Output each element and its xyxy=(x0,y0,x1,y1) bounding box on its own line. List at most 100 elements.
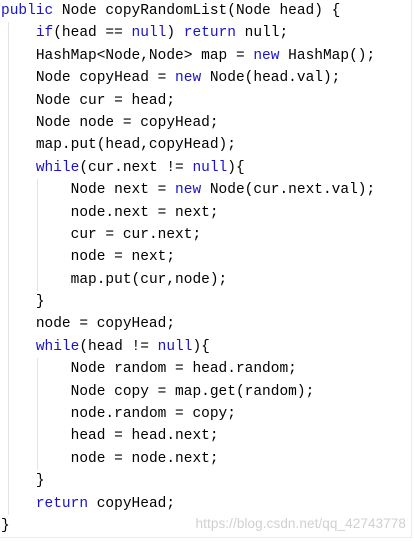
code-text: null; xyxy=(235,25,289,42)
code-line: if(head == null) return null; xyxy=(0,22,414,45)
code-line: Node node = copyHead; xyxy=(0,111,414,135)
code-keyword: new xyxy=(175,182,202,199)
code-line: node = next; xyxy=(0,246,414,269)
code-line: map.put(head,copyHead); xyxy=(0,134,414,157)
code-text: ) xyxy=(166,25,184,42)
code-indent xyxy=(1,496,36,512)
code-keyword: return xyxy=(183,25,236,42)
indent-guide xyxy=(8,492,9,515)
indent-guide xyxy=(8,470,9,493)
code-line: cur = cur.next; xyxy=(0,223,414,247)
code-keyword: null xyxy=(157,338,193,355)
code-line: node = node.next; xyxy=(0,447,414,471)
code-line: } xyxy=(0,291,414,314)
indent-guide xyxy=(36,358,38,381)
indent-guide xyxy=(8,447,9,471)
code-text: node = next; xyxy=(70,249,176,266)
code-line: Node copyHead = new Node(head.val); xyxy=(0,67,414,90)
watermark: https://blog.csdn.net/qq_42743778 xyxy=(195,516,406,531)
code-text: } xyxy=(1,517,10,534)
indent-guide xyxy=(8,223,9,247)
code-text: (head == xyxy=(53,25,132,42)
code-text: Node copyRandomList(Node head) { xyxy=(53,3,341,19)
code-text: map.put(head,copyHead); xyxy=(35,137,236,154)
code-line: while(head != null){ xyxy=(0,335,414,359)
indent-guide xyxy=(8,89,9,112)
code-line: HashMap<Node,Node> map = new HashMap(); xyxy=(0,44,414,68)
code-text: (head != xyxy=(79,338,158,355)
code-line: node.random = copy; xyxy=(0,403,414,426)
code-text: (cur.next != xyxy=(79,159,193,176)
code-indent xyxy=(1,160,36,176)
code-text: Node(head.val); xyxy=(201,70,341,87)
code-line: while(cur.next != null){ xyxy=(0,156,414,180)
indent-guide xyxy=(8,179,9,202)
code-line: node = copyHead; xyxy=(0,313,414,336)
code-text: map.put(cur,node); xyxy=(70,271,228,288)
indent-guide xyxy=(8,201,9,224)
indent-guide xyxy=(36,223,38,247)
code-keyword: if xyxy=(35,25,54,42)
code-line: } xyxy=(0,515,414,537)
indent-guide xyxy=(36,268,38,292)
indent-guide xyxy=(36,201,38,224)
code-text: Node next = xyxy=(70,182,176,199)
indent-guide xyxy=(36,403,38,426)
code-line: return copyHead; xyxy=(0,492,414,515)
code-keyword: new xyxy=(253,47,280,64)
indent-guide xyxy=(36,447,38,471)
code-keyword: while xyxy=(35,338,80,355)
code-keyword: public xyxy=(1,3,54,19)
code-text: } xyxy=(35,294,45,311)
code-text: node.next = next; xyxy=(70,204,219,221)
indent-guide xyxy=(8,380,9,404)
indent-guide xyxy=(8,22,9,45)
code-text: node = copyHead; xyxy=(35,316,176,333)
code-line: Node next = new Node(cur.next.val); xyxy=(0,179,414,202)
indent-guide xyxy=(36,246,38,269)
code-line: public Node copyRandomList(Node head) { xyxy=(0,0,414,22)
code-text: head = head.next; xyxy=(70,428,219,445)
indent-guide xyxy=(8,358,9,381)
indent-guide xyxy=(8,335,9,359)
indent-guide xyxy=(8,156,9,180)
code-keyword: new xyxy=(175,70,202,87)
indent-guide xyxy=(8,44,9,68)
code-line: Node random = head.random; xyxy=(0,358,414,381)
indent-guide xyxy=(8,134,9,157)
code-line: Node cur = head; xyxy=(0,89,414,112)
indent-guide xyxy=(36,425,38,448)
code-text: HashMap<Node,Node> map = xyxy=(35,47,254,64)
code-text: node = node.next; xyxy=(70,450,219,467)
indent-guide xyxy=(8,291,9,314)
code-text: ){ xyxy=(227,159,245,176)
code-indent xyxy=(1,339,36,355)
code-keyword: null xyxy=(131,25,167,42)
indent-guide xyxy=(8,67,9,90)
code-line: node.next = next; xyxy=(0,201,414,224)
indent-guide xyxy=(8,246,9,269)
indent-guide xyxy=(8,403,9,426)
code-text: } xyxy=(35,473,45,490)
code-text: Node copyHead = xyxy=(35,70,176,87)
code-line: Node copy = map.get(random); xyxy=(0,380,414,404)
code-text: ){ xyxy=(192,338,210,355)
code-text: node.random = copy; xyxy=(70,406,236,423)
code-text: Node copy = map.get(random); xyxy=(70,383,315,400)
code-keyword: return xyxy=(35,495,89,512)
code-text: Node(cur.next.val); xyxy=(201,182,376,199)
code-text: Node cur = head; xyxy=(35,92,176,109)
code-text: copyHead; xyxy=(88,495,176,512)
code-text: Node random = head.random; xyxy=(70,361,297,378)
code-indent xyxy=(1,294,36,310)
code-text: Node node = copyHead; xyxy=(35,114,219,131)
code-line: } xyxy=(0,470,414,493)
code-indent xyxy=(1,473,36,489)
indent-guide xyxy=(8,268,9,292)
code-keyword: while xyxy=(35,159,80,176)
code-indent xyxy=(1,137,36,153)
code-indent xyxy=(1,25,36,41)
code-line: map.put(cur,node); xyxy=(0,268,414,292)
